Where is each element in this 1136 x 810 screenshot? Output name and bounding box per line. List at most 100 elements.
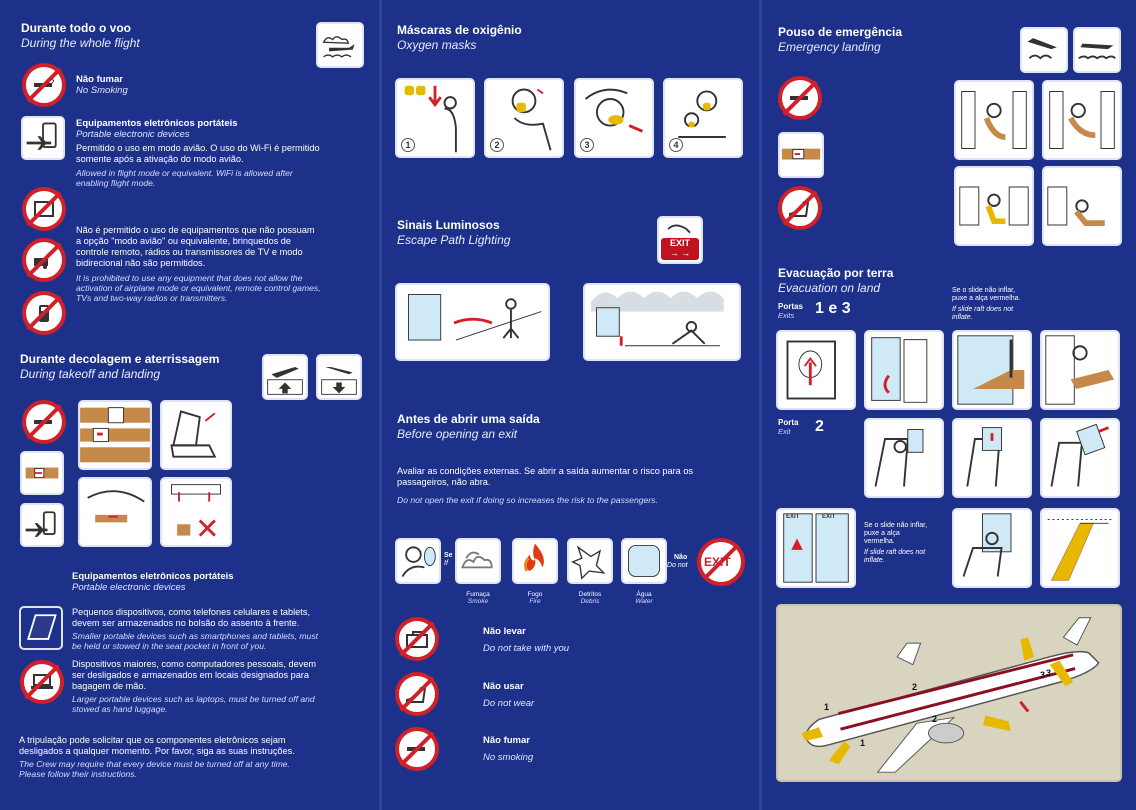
exit-number: 2 <box>815 418 824 435</box>
section-title: Máscaras de oxigênio <box>397 23 522 37</box>
panel-oxygen-exits: Máscaras de oxigênio Oxygen masks 1 2 3 … <box>381 0 761 810</box>
text: Permitido o uso em modo avião. O uso do … <box>76 143 320 153</box>
hazard-pt: Detritos <box>578 591 602 598</box>
section-title: Evacuação por terra <box>778 266 894 280</box>
hazard-en: Debris <box>580 598 600 605</box>
text: passageiros, não abra. <box>397 477 491 487</box>
text-en: enabling flight mode. <box>76 178 156 188</box>
slide-note-en: inflate. <box>864 557 885 564</box>
section-subtitle: Evacuation on land <box>778 281 881 295</box>
hazard-pt: Fogo <box>527 591 543 598</box>
stow-bag-pictogram <box>160 477 232 547</box>
slide-note-pt: vermelha. <box>864 538 895 545</box>
mask-step-3-pictogram: 3 <box>574 78 654 158</box>
section-subtitle: Before opening an exit <box>397 427 518 441</box>
exits-label-en: Exits <box>778 311 795 320</box>
slide-note-pt: puxe a alça vermelha. <box>952 295 1021 302</box>
if-label-pt: Se <box>444 552 453 559</box>
exit-label: EXIT <box>669 238 690 248</box>
exit-tag: EXIT <box>786 514 800 520</box>
brace-position-4 <box>1042 166 1122 246</box>
fold-line <box>759 0 762 810</box>
slide-note-pt: puxe a alça <box>864 530 900 537</box>
text-en: It is prohibited to use any equipment th… <box>76 273 303 283</box>
text: Não é permitido o uso de equipamentos qu… <box>76 225 315 235</box>
text: desligados a qualquer momento. Por favor… <box>19 746 295 756</box>
evac-door-2-step-4 <box>952 508 1032 588</box>
brace-position-2 <box>1042 80 1122 160</box>
slide-deployed-pictogram <box>1040 508 1120 588</box>
exit-arrows: → → <box>669 248 691 258</box>
slide-note-en: If slide raft does not <box>864 549 926 556</box>
text-en: TVs and two-way radios or transmitters. <box>76 293 228 303</box>
label: Equipamentos eletrônicos portáteis <box>76 118 238 129</box>
evac-door-2-step-3 <box>1040 418 1120 498</box>
mask-step-1-pictogram: 1 <box>395 78 475 158</box>
text-en: Please follow their instructions. <box>19 769 137 779</box>
slide-note-pt: Se o slide não inflar, <box>864 522 928 529</box>
step-number: 4 <box>669 138 683 152</box>
water-icon <box>621 538 667 584</box>
no-smoking-icon <box>395 727 439 771</box>
slide-note-en: If slide raft does not <box>952 306 1014 313</box>
brace-position-3 <box>954 166 1034 246</box>
step-number: 2 <box>490 138 504 152</box>
text-en: Allowed in flight mode or equivalent. Wi… <box>76 168 293 178</box>
evac-door-13-step-3 <box>952 330 1032 410</box>
text-en: Larger portable devices such as laptops,… <box>72 694 315 704</box>
section-subtitle: Emergency landing <box>778 40 881 54</box>
evac-door-2-step-2 <box>952 418 1032 498</box>
label-en: Do not wear <box>483 698 535 709</box>
text-en: Smaller portable devices such as smartph… <box>72 631 319 641</box>
exit-sign: EXIT → → <box>661 238 699 260</box>
door-label: 3 <box>1040 670 1046 680</box>
no-bag-icon <box>395 617 439 661</box>
step-number: 1 <box>401 138 415 152</box>
section-subtitle: During takeoff and landing <box>20 367 161 381</box>
land-landing-icon <box>1020 27 1068 73</box>
door-label: 1 <box>824 702 830 712</box>
label: Equipamentos eletrônicos portáteis <box>72 571 234 582</box>
label: Não levar <box>483 626 526 637</box>
clouds-plane-pictogram <box>316 22 364 68</box>
panel-during-flight: Durante todo o voo During the whole flig… <box>0 0 380 810</box>
label-en: No smoking <box>483 752 534 763</box>
text: somente após a ativação do modo avião. <box>76 154 244 164</box>
mask-step-4-pictogram: 4 <box>663 78 743 158</box>
if-label-en: If <box>444 560 448 567</box>
step-number: 3 <box>580 138 594 152</box>
seatbelt-icon <box>20 451 64 495</box>
device-plane-icon <box>20 503 64 547</box>
section-subtitle: Oxygen masks <box>397 38 477 52</box>
text-en: Do not open the exit if doing so increas… <box>397 495 658 505</box>
text: Avaliar as condições externas. Se abrir … <box>397 466 694 476</box>
section-subtitle: During the whole flight <box>21 36 140 50</box>
label-en: Portable electronic devices <box>72 582 186 593</box>
exit-tag: EXIT <box>822 514 836 520</box>
hazard-pt: Água <box>636 591 652 598</box>
smoke-cabin-pictogram <box>583 283 741 361</box>
no-laptop-icon <box>20 660 64 704</box>
text: ser desligados e armazenados em locais d… <box>72 670 309 680</box>
seatbelt-pictogram <box>78 400 152 470</box>
door-label: 2 <box>912 682 918 692</box>
do-not-label-en: Do not <box>667 562 688 569</box>
no-radio-icon <box>22 291 66 335</box>
label-en: Portable electronic devices <box>76 129 190 140</box>
fold-line <box>379 0 382 810</box>
fire-icon <box>512 538 558 584</box>
section-title: Durante todo o voo <box>21 21 131 35</box>
look-outside-pictogram <box>395 538 441 584</box>
section-title: Durante decolagem e aterrissagem <box>20 352 220 366</box>
hazard-pt: Fumaça <box>466 591 490 598</box>
exit-sign-pictogram: EXIT → → <box>657 216 703 264</box>
text: A tripulação pode solicitar que os compo… <box>19 735 286 745</box>
cabin-exit-diagram: 1 2 3 1 2 3 <box>776 604 1122 782</box>
text: devem ser armazenados no bolsão do assen… <box>72 618 300 628</box>
label: Não fumar <box>76 74 123 85</box>
water-landing-icon <box>1073 27 1121 73</box>
no-smoking-icon <box>22 400 66 444</box>
smoke-icon <box>455 538 501 584</box>
door-label: 2 <box>932 714 938 724</box>
